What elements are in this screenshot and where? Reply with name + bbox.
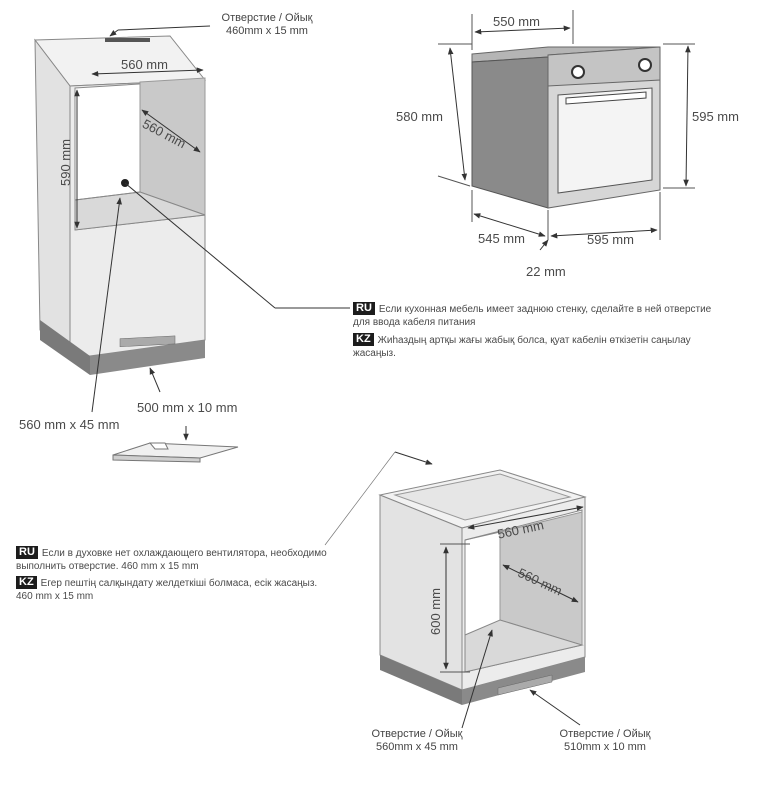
oven-height-front-label: 595 mm — [692, 109, 739, 124]
oven-depth-top-label: 550 mm — [493, 14, 540, 29]
base-right-opening-label: Отверстие / Ойық 510mm x 10 mm — [550, 728, 660, 754]
ru-tag: RU — [353, 302, 375, 315]
ru-line1: Если кухонная мебель имеет заднюю стенку… — [378, 304, 712, 315]
oven-width-front-label: 595 mm — [587, 232, 634, 247]
ru-line2: выполнить отверстие. 460 mm x 15 mm — [16, 560, 199, 572]
kz-tag: KZ — [353, 333, 374, 346]
tall-bottom-opening-label: 500 mm x 10 mm — [137, 400, 238, 415]
top-opening-label: Отверстие / Ойық 460mm x 15 mm — [212, 12, 322, 38]
tall-height-label: 590 mm — [58, 139, 73, 186]
kz-line2: жасаңыз. — [353, 347, 396, 359]
base-cabinet — [324, 451, 587, 729]
kz-line2: 460 mm x 15 mm — [16, 590, 94, 602]
base-left-opening-label: Отверстие / Ойық 560mm x 45 mm — [362, 728, 472, 754]
base-right-opening-line1: Отверстие / Ойық — [559, 728, 651, 740]
tall-side-opening-label: 560 mm x 45 mm — [19, 417, 120, 432]
ru-tag: RU — [16, 546, 38, 559]
top-opening-line1: Отверстие / Ойық — [221, 12, 313, 24]
top-opening-line2: 460mm x 15 mm — [226, 25, 308, 37]
base-left-opening-line1: Отверстие / Ойық — [371, 728, 463, 740]
oven-depth-body-label: 545 mm — [478, 231, 525, 246]
oven-height-body-label: 580 mm — [396, 109, 443, 124]
kz-tag: KZ — [16, 576, 37, 589]
kz-line1: Жиһаздың артқы жағы жабық болса, қуат ка… — [377, 335, 691, 346]
oven — [437, 10, 695, 251]
plinth-piece — [112, 426, 239, 463]
ru-line1: Если в духовке нет охлаждающего вентилят… — [41, 548, 327, 559]
base-height-label: 600 mm — [428, 588, 443, 635]
ru-line2: для ввода кабеля питания — [353, 316, 476, 328]
oven-front-thickness-label: 22 mm — [526, 264, 566, 279]
tall-width-label: 560 mm — [121, 57, 168, 72]
kz-line1: Егер пештің салқындату желдеткіші болмас… — [40, 578, 318, 589]
base-right-opening-line2: 510mm x 10 mm — [564, 741, 646, 753]
base-left-opening-line2: 560mm x 45 mm — [376, 741, 458, 753]
tall-cabinet — [34, 25, 350, 413]
